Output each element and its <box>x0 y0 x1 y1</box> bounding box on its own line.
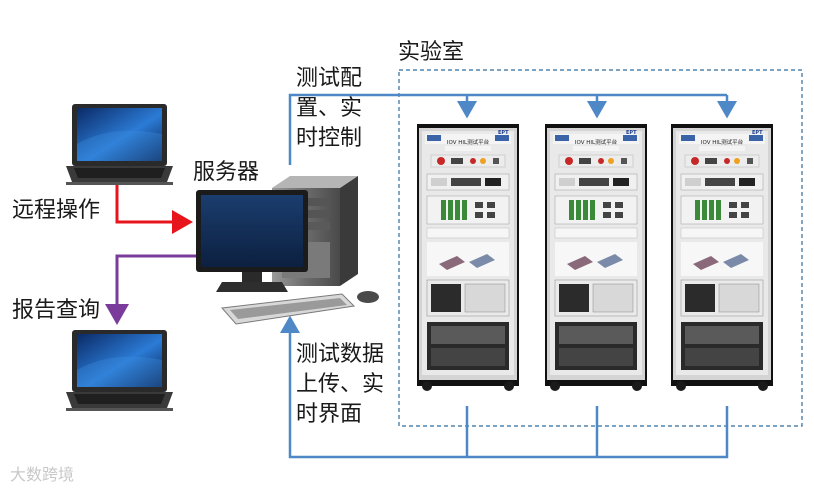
remote-operation-label: 远程操作 <box>12 198 101 223</box>
remote-operation-arrow <box>115 183 193 234</box>
rack-title: IOV HIL测试平台 <box>447 138 490 146</box>
rack-title: IOV HIL测试平台 <box>575 138 618 146</box>
watermark: 大数跨境 <box>10 465 75 484</box>
test-rack-icon <box>670 123 774 392</box>
upload-realtime-label: 测试数据 上传、实 时界面 <box>296 342 385 427</box>
report-query-arrow <box>105 254 196 325</box>
server-label: 服务器 <box>193 160 260 185</box>
rack-title: IOV HIL测试平台 <box>701 138 744 146</box>
lab-label: 实验室 <box>398 40 465 65</box>
test-rack-icon <box>544 123 648 392</box>
laptop-icon <box>66 330 173 411</box>
rack-brand: EPT <box>752 130 763 136</box>
upload-line <box>280 315 729 459</box>
laptop-icon <box>66 104 173 185</box>
desktop-computer-icon <box>196 176 379 325</box>
report-query-label: 报告查询 <box>12 298 101 323</box>
test-rack-icon <box>416 123 520 392</box>
config-control-label: 测试配 置、实 时控制 <box>296 66 363 151</box>
lab-boundary <box>398 69 803 427</box>
control-line <box>288 93 727 165</box>
rack-brand: EPT <box>498 130 509 136</box>
rack-brand: EPT <box>626 130 637 136</box>
